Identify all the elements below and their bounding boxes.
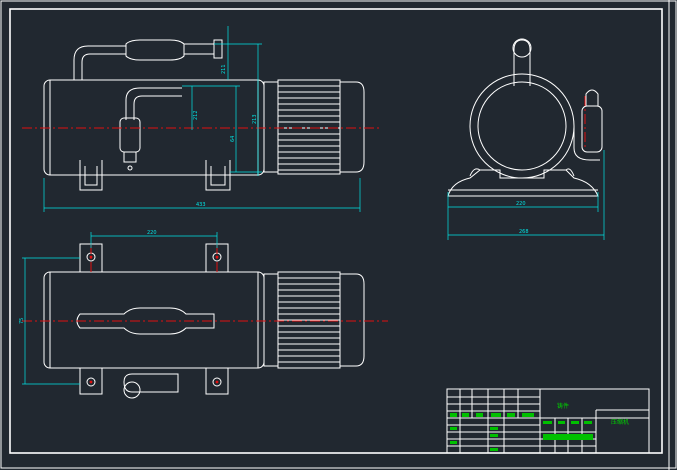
dim-top-spacing: 220 xyxy=(147,230,157,236)
dim-front-total-height: 213 xyxy=(252,114,258,124)
dim-front-inner-pipe: 212 xyxy=(193,110,199,120)
dim-front-pipe: 211 xyxy=(221,64,227,74)
dim-top-depth: 75 xyxy=(19,318,25,324)
front-view xyxy=(22,26,382,212)
title-block xyxy=(446,388,650,454)
title-block-material: 铸件 xyxy=(557,402,569,410)
dim-front-length: 433 xyxy=(196,202,206,208)
title-block-drawing-name: 压缩机 xyxy=(611,418,629,426)
dim-side-base: 220 xyxy=(516,201,526,207)
side-view xyxy=(447,38,605,240)
top-view xyxy=(22,232,388,399)
dim-front-body-height: 64 xyxy=(230,136,236,142)
dim-side-overall: 268 xyxy=(519,229,529,235)
